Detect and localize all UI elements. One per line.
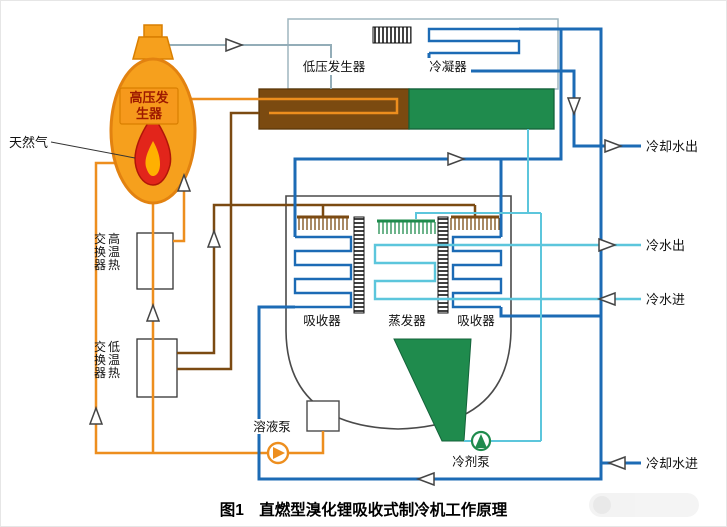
condenser-box — [408, 88, 555, 130]
solution-pump-label-bg — [249, 419, 295, 434]
flow-arrow-cooling-down — [566, 97, 582, 117]
flow-arrow-cooling-top — [447, 151, 467, 167]
pipe-brown-spray-feed — [177, 203, 475, 355]
pipe-cooling-rightcoil-feed — [499, 307, 601, 318]
solution-pump — [266, 441, 290, 465]
flow-arrow-up-1 — [176, 172, 192, 192]
lt-exchanger-label-col1: 低温热 — [108, 340, 120, 380]
figure-caption: 图1 直燃型溴化锂吸收式制冷机工作原理 — [219, 502, 508, 519]
cooling-water-out-label: 冷却水出 — [646, 139, 698, 154]
hp-generator-label-line2: 生器 — [136, 106, 163, 121]
top-unit — [258, 18, 559, 130]
solution-pump-label: 溶液泵 — [253, 419, 291, 434]
pipe-brown-spray-stubs — [321, 205, 477, 217]
condenser-label: 冷凝器 — [429, 59, 467, 74]
absorber-left-label-bg — [299, 312, 345, 328]
lt-exchanger-box — [136, 338, 178, 398]
absorber-coil-left — [293, 235, 353, 309]
absorber-coil-right — [451, 235, 503, 309]
flow-arrow-up-2 — [206, 228, 222, 248]
natural-gas-label: 天然气 — [9, 135, 48, 150]
hp-generator-label-line1: 高压发 — [129, 90, 169, 105]
ht-exchanger-label-col2: 交换器 — [94, 231, 106, 272]
chilled-water-out-label: 冷水出 — [646, 238, 685, 253]
cooling-water-in-label: 冷却水进 — [646, 456, 698, 471]
lp-generator-label: 低压发生器 — [303, 59, 366, 74]
absorber-right-label-bg — [453, 312, 499, 328]
spray-teeth-left — [298, 218, 348, 230]
lp-generator-label-bg — [300, 58, 368, 75]
hp-generator: 高压发 生器 — [109, 24, 197, 205]
eliminator-right — [437, 216, 449, 314]
natural-gas-leader — [50, 141, 136, 159]
pipe-cooling-to-condenser — [293, 27, 563, 237]
solution-pump-rotor-icon — [273, 447, 285, 459]
absorption-chiller-diagram: 高压发 生器 天然气 低压发生器 冷凝器 高温热 交换器 低温热 交 — [9, 18, 698, 487]
watermark — [589, 493, 699, 517]
ht-exchanger-box — [136, 232, 174, 290]
chilled-water-in-label: 冷水进 — [646, 292, 685, 307]
condenser-label-bg — [425, 58, 471, 75]
pipe-solution-pump-line — [153, 431, 325, 455]
refrigerant-pump-rotor-icon — [475, 434, 487, 448]
condenser-coil — [427, 27, 521, 55]
flow-arrows — [88, 37, 626, 487]
evaporator-label: 蒸发器 — [388, 313, 426, 328]
solution-sump — [306, 400, 340, 432]
pipe-solution-riser-utube — [173, 97, 399, 243]
flow-arrow-cooling-out — [604, 138, 624, 154]
pipe-refrigerant-spray — [415, 212, 541, 219]
pipe-solution-left-loop — [94, 161, 153, 455]
flow-arrow-vapor-right — [225, 37, 245, 53]
diagram-labels: 天然气 低压发生器 冷凝器 高温热 交换器 低温热 交换器 吸收器 蒸发器 吸收… — [9, 58, 698, 471]
refrigerant-pump-label-bg — [448, 454, 494, 469]
lt-exchanger-label-col2: 交换器 — [94, 339, 106, 380]
refrigerant-pump — [470, 430, 492, 452]
hp-generator-label-bg — [119, 87, 179, 125]
spray-teeth-right — [450, 218, 500, 230]
absorber-left-label: 吸收器 — [303, 314, 341, 328]
generator-cap — [143, 24, 163, 38]
evaporator-label-bg — [384, 312, 430, 328]
ht-exchanger-label-col1: 高温热 — [108, 231, 120, 272]
flame-core-icon — [145, 141, 160, 176]
pipe-brown-lpgen-to-ltx — [177, 111, 259, 371]
lp-generator-box — [258, 88, 410, 130]
eliminator-top — [372, 26, 412, 44]
flow-arrow-chilled-out — [598, 237, 618, 253]
evaporator-coil — [373, 243, 437, 301]
generator-neck — [132, 36, 174, 60]
eliminator-left — [353, 216, 365, 314]
flow-arrow-up-left — [88, 405, 104, 425]
absorber-right-label: 吸收器 — [457, 314, 495, 328]
watermark-logo-icon — [593, 496, 611, 514]
flow-arrow-chilled-in — [596, 291, 616, 307]
flow-arrow-cooling-bottom — [415, 471, 435, 487]
flow-arrow-cooling-in — [606, 455, 626, 471]
refrigerant-pump-label: 冷剂泵 — [452, 454, 490, 469]
flow-arrow-up-mid — [145, 302, 161, 322]
spray-teeth-evaporator — [378, 222, 436, 234]
